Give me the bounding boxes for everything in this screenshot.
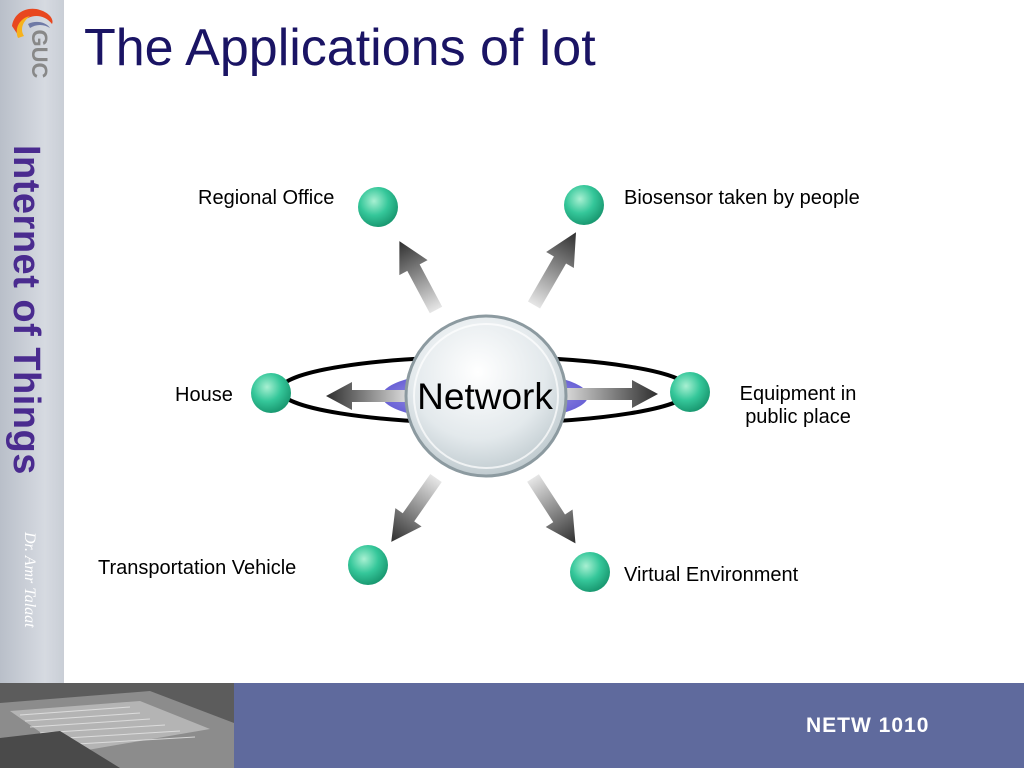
network-hub — [404, 314, 568, 478]
network-diagram — [251, 185, 710, 592]
node-transportation — [348, 545, 388, 585]
label-regional-office: Regional Office — [198, 187, 335, 209]
arrow-regional-office — [399, 241, 443, 314]
arrow-transportation — [391, 473, 442, 542]
arrow-biosensor — [527, 232, 576, 309]
course-code: NETW 1010 — [806, 714, 930, 737]
page-title: The Applications of Iot — [84, 19, 596, 77]
node-biosensor — [564, 185, 604, 225]
label-equipment: Equipment in public place — [739, 383, 857, 428]
node-regional-office — [358, 187, 398, 227]
sidebar: GUC Internet of Things Dr. Amr Talaat — [0, 0, 64, 683]
node-house — [251, 373, 291, 413]
guc-logo: GUC — [12, 8, 53, 79]
footer-chip-image — [0, 683, 234, 768]
node-equipment — [670, 372, 710, 412]
arrow-virtual-environment — [527, 474, 576, 544]
label-house: House — [175, 384, 233, 406]
arrow-equipment — [558, 380, 658, 408]
hub-label: Network — [417, 376, 553, 417]
label-virtual-environment: Virtual Environment — [624, 564, 799, 586]
node-virtual-environment — [570, 552, 610, 592]
label-transportation: Transportation Vehicle — [98, 557, 297, 579]
logo-text: GUC — [27, 30, 52, 79]
arrow-house — [326, 382, 412, 410]
label-biosensor: Biosensor taken by people — [624, 187, 860, 209]
